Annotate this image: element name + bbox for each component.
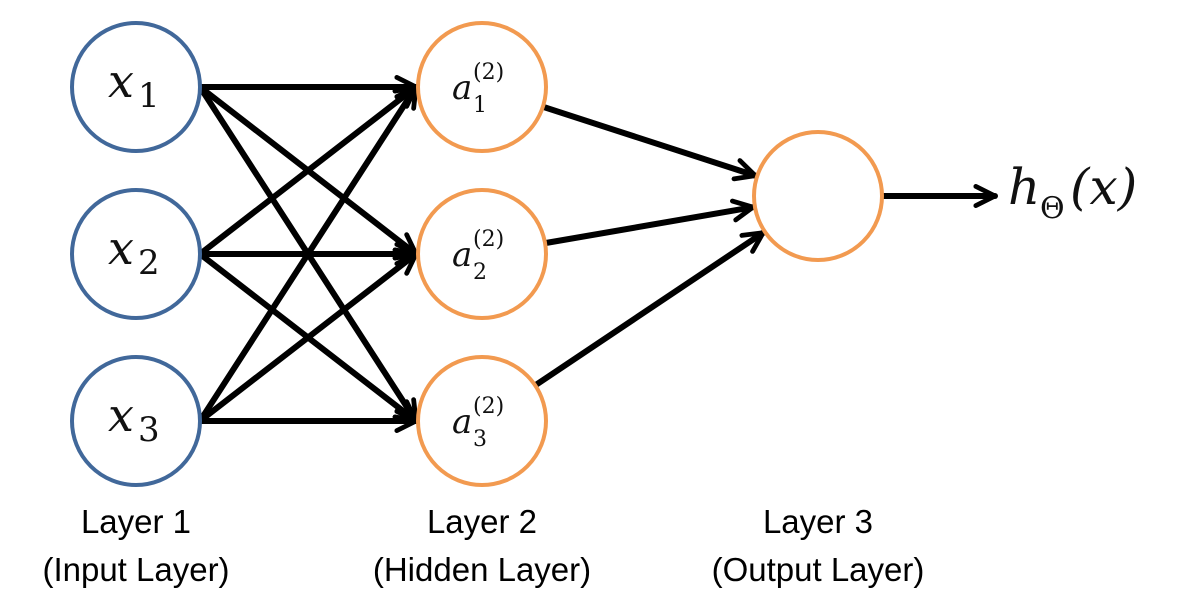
node-subscript: 2 — [138, 243, 160, 283]
edge-x2-a1 — [197, 84, 419, 257]
node-subscript: 1 — [473, 93, 487, 118]
layer2-subtitle: (Hidden Layer) — [373, 551, 591, 588]
layer1-subtitle: (Input Layer) — [42, 551, 229, 588]
layer3-subtitle: (Output Layer) — [712, 551, 925, 588]
node-var: a — [452, 402, 472, 442]
node-superscript: (2) — [473, 227, 504, 252]
node-var: x — [108, 388, 134, 442]
edge-x3-a2 — [197, 251, 419, 424]
node-var: x — [108, 54, 134, 108]
node-subscript: 3 — [138, 410, 160, 450]
node-circle — [416, 355, 548, 487]
output-var: h — [1008, 158, 1040, 216]
node-var: a — [452, 68, 472, 108]
edges — [197, 75, 998, 433]
node-circle — [416, 188, 548, 320]
edge-a2-output — [542, 198, 756, 247]
node-circle — [70, 355, 202, 487]
node-var: x — [108, 221, 134, 275]
node-superscript: (2) — [473, 394, 504, 419]
edge-a3-output — [532, 229, 767, 389]
output-hypothesis-label: h Θ (x) — [1008, 158, 1137, 226]
output-node — [752, 130, 884, 262]
output-sub: Θ — [1040, 191, 1065, 226]
node-superscript: (2) — [473, 60, 504, 85]
node-circle — [416, 21, 548, 153]
node-circle — [70, 188, 202, 320]
layer2-title: Layer 2 — [427, 503, 537, 540]
edge-a1-output — [539, 103, 759, 182]
output-arg: (x) — [1070, 158, 1137, 216]
layer1-title: Layer 1 — [81, 503, 191, 540]
node-subscript: 3 — [473, 427, 487, 452]
node-subscript: 1 — [138, 76, 160, 116]
edge-x3-a1 — [197, 84, 419, 424]
layer3-title: Layer 3 — [763, 503, 873, 540]
node-subscript: 2 — [473, 260, 487, 285]
node-var: a — [452, 235, 472, 275]
node-circle — [70, 21, 202, 153]
